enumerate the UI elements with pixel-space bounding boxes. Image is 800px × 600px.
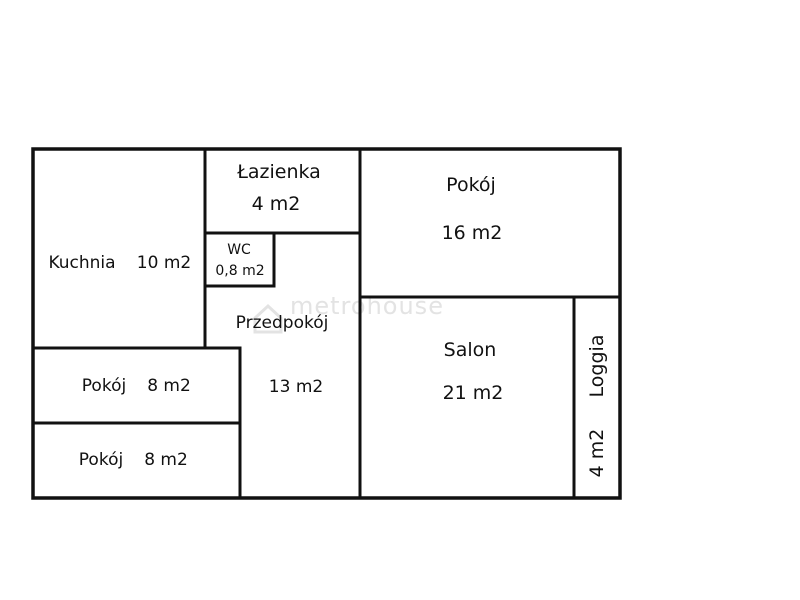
- room-pokoj-left-1-name: Pokój: [82, 376, 126, 396]
- room-przedpokoj: Przedpokój 13 m2: [236, 313, 329, 397]
- room-lazienka-area: 4 m2: [252, 193, 301, 215]
- room-loggia: Loggia 4 m2: [586, 335, 608, 478]
- wall-wc: [203, 231, 276, 288]
- room-pokoj-left-2-area: 8 m2: [144, 450, 188, 470]
- room-loggia-area: 4 m2: [586, 429, 608, 478]
- room-pokoj-top-name: Pokój: [446, 174, 496, 196]
- walls: [31, 147, 622, 500]
- room-salon-name: Salon: [444, 339, 497, 361]
- room-pokoj-top: Pokój 16 m2: [442, 174, 503, 244]
- room-przedpokoj-name: Przedpokój: [236, 313, 329, 333]
- room-kuchnia-area: 10 m2: [137, 253, 191, 273]
- outer-wall: [31, 147, 622, 500]
- room-loggia-name: Loggia: [586, 335, 608, 398]
- room-kuchnia: Kuchnia 10 m2: [48, 253, 191, 273]
- room-wc-area: 0,8 m2: [215, 263, 264, 279]
- room-przedpokoj-area: 13 m2: [269, 377, 323, 397]
- house-logo-icon: [253, 303, 283, 334]
- room-salon: Salon 21 m2: [443, 339, 504, 404]
- room-wc-name: WC: [227, 242, 251, 258]
- room-pokoj-top-area: 16 m2: [442, 222, 503, 244]
- room-lazienka-name: Łazienka: [236, 161, 321, 183]
- room-pokoj-left-2-name: Pokój: [79, 450, 123, 470]
- room-lazienka: Łazienka 4 m2: [236, 161, 321, 215]
- room-wc: WC 0,8 m2: [215, 242, 264, 279]
- room-pokoj-left-1: Pokój 8 m2: [82, 376, 191, 396]
- room-salon-area: 21 m2: [443, 382, 504, 404]
- room-kuchnia-name: Kuchnia: [48, 253, 115, 273]
- room-pokoj-left-2: Pokój 8 m2: [79, 450, 188, 470]
- room-pokoj-left-1-area: 8 m2: [147, 376, 191, 396]
